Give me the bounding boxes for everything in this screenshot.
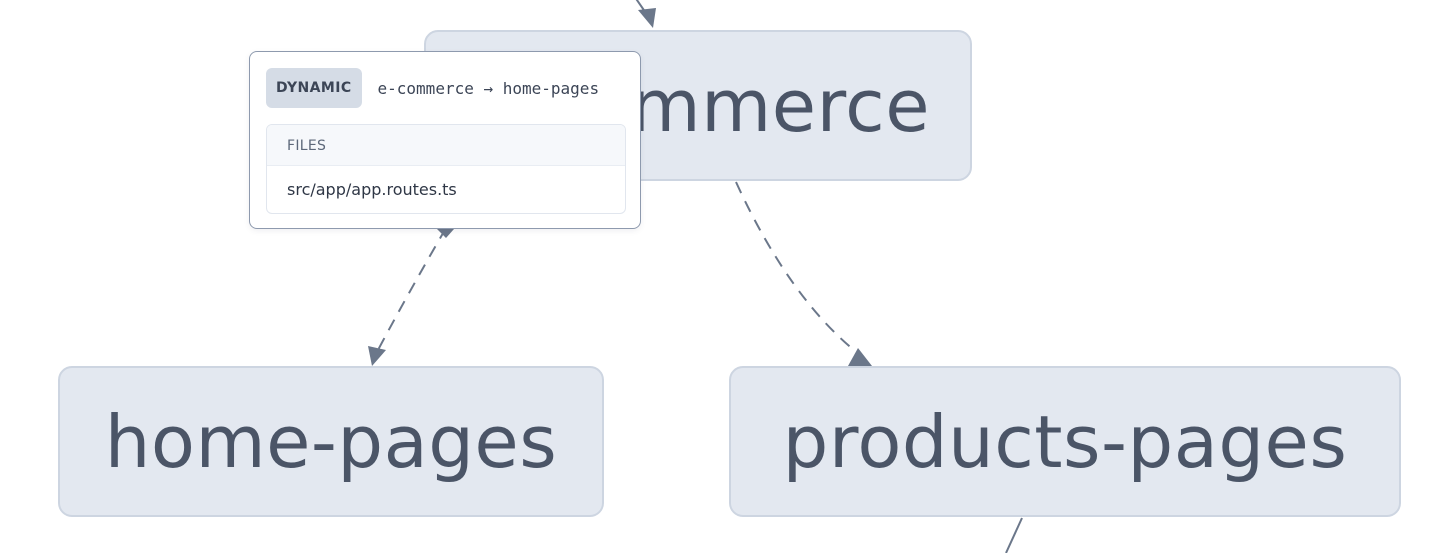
arrowhead-home-pages <box>368 346 386 366</box>
tooltip-header: DYNAMIC e-commerce → home-pages <box>266 68 626 108</box>
edge-tooltip: DYNAMIC e-commerce → home-pages FILES sr… <box>249 51 641 229</box>
edge-ecommerce-to-home-pages[interactable] <box>377 227 447 351</box>
edge-from-products-pages[interactable] <box>1005 517 1023 553</box>
file-item[interactable]: src/app/app.routes.ts <box>287 180 457 199</box>
arrowhead-products-pages <box>848 348 872 366</box>
node-products-pages-label: products-pages <box>782 399 1348 484</box>
files-heading: FILES <box>267 125 625 166</box>
dependency-type-badge: DYNAMIC <box>266 68 362 108</box>
node-home-pages[interactable]: home-pages <box>58 366 604 517</box>
arrowhead-home-pages-source <box>437 229 454 238</box>
arrowhead-into-ecommerce <box>638 8 656 28</box>
edge-path-label: e-commerce → home-pages <box>377 78 600 98</box>
node-home-pages-label: home-pages <box>104 399 558 484</box>
files-list: FILES src/app/app.routes.ts <box>266 124 626 214</box>
edge-ecommerce-to-products-pages[interactable] <box>735 181 861 356</box>
node-products-pages[interactable]: products-pages <box>729 366 1401 517</box>
